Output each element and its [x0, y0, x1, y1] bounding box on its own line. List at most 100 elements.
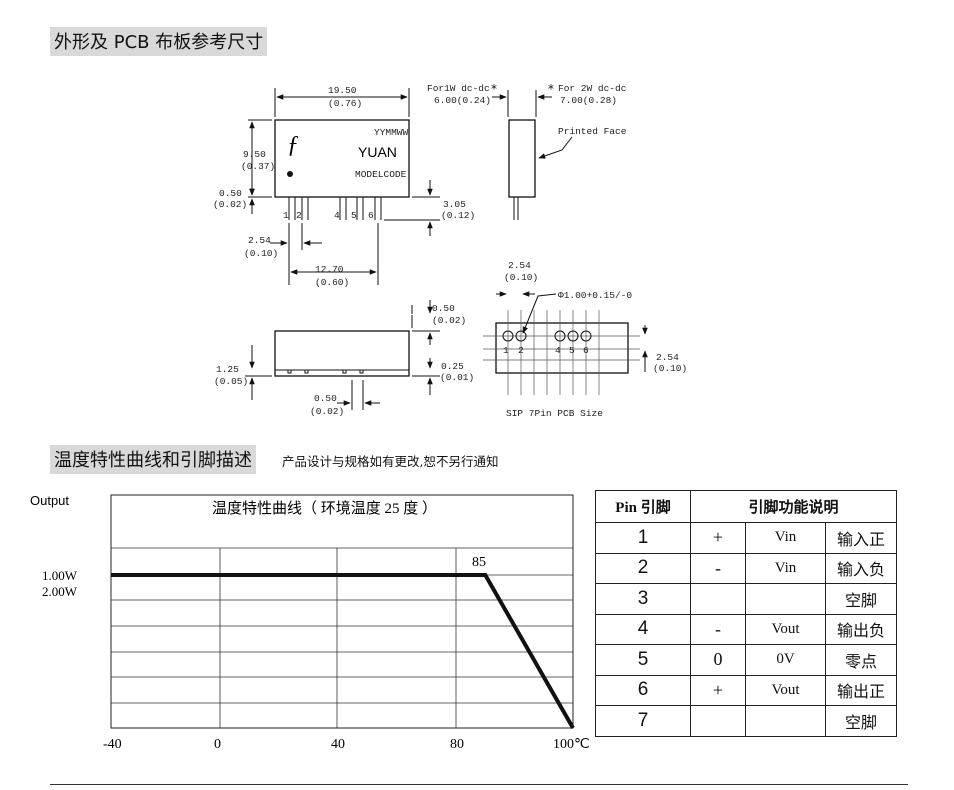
- curve-section-title: 温度特性曲线和引脚描述: [50, 445, 256, 474]
- table-row: 6 + Vout 输出正: [595, 674, 897, 706]
- dim-side-top: 0.50: [432, 303, 455, 314]
- pcb-pin-2: 2: [518, 345, 524, 356]
- pin-number: 5: [595, 644, 691, 676]
- table-row: 4 - Vout 输出负: [595, 613, 897, 645]
- mechanical-drawing: ƒ YYMMWW YUAN MODELCODE 1 2 4 5 6 19.50 …: [213, 82, 687, 419]
- chart-ylabel: Output: [30, 493, 69, 508]
- printed-face-label: Printed Face: [558, 126, 627, 137]
- for1w-label: For1W dc-dc: [427, 83, 490, 94]
- svg-text:*: *: [491, 82, 497, 96]
- dim-standoff: 0.50: [219, 188, 242, 199]
- pin-desc: 空脚: [825, 583, 897, 615]
- table-row: 7 空脚: [595, 705, 897, 737]
- pin-label-1: 1: [283, 210, 289, 221]
- pin-desc: 输出正: [825, 674, 897, 706]
- pin-desc: 零点: [825, 644, 897, 676]
- change-notice: 产品设计与规格如有更改,恕不另行通知: [282, 454, 499, 469]
- pcb-pitch: 2.54: [508, 260, 531, 271]
- header-pin: Pin 引脚: [595, 490, 691, 523]
- pin-table: Pin 引脚 引脚功能说明 1 + Vin 输入正 2 - Vin 输入负 3 …: [595, 490, 897, 737]
- pin-name: [745, 583, 826, 615]
- for2w-label: For 2W dc-dc: [558, 83, 627, 94]
- module-side-body: [508, 119, 536, 198]
- pin-table-header: Pin 引脚 引脚功能说明: [595, 490, 897, 523]
- pcb-hole: Φ1.00+0.15/-0: [558, 290, 632, 301]
- pin-name: Vout: [745, 674, 826, 706]
- pcb-row-in: (0.10): [653, 363, 687, 374]
- pin-sign: +: [690, 522, 746, 554]
- logo-mark: ƒ: [287, 132, 299, 158]
- dim-pitch: 2.54: [248, 235, 271, 246]
- pin-sign: -: [690, 552, 746, 584]
- x-tick-label: 40: [331, 737, 345, 752]
- pin-desc: 输出负: [825, 613, 897, 645]
- pin-number: 6: [595, 674, 691, 706]
- table-row: 3 空脚: [595, 583, 897, 615]
- dim-pitch-in: (0.10): [244, 248, 278, 259]
- brand-text: YUAN: [358, 144, 397, 160]
- svg-text:*: *: [548, 82, 554, 96]
- pin-label-6: 6: [368, 210, 374, 221]
- chart-title: 温度特性曲线（ 环境温度 25 度 ）: [212, 499, 437, 517]
- chart-frame: [110, 494, 574, 729]
- dim-standoff-in: (0.02): [213, 199, 247, 210]
- pin-number: 4: [595, 613, 691, 645]
- dim-height: 9.50: [243, 149, 266, 160]
- dim-side-left: 1.25: [216, 364, 239, 375]
- dim-pin-len: 3.05: [443, 199, 466, 210]
- derating-curve: [111, 573, 575, 729]
- module-bottom-body: [274, 330, 410, 377]
- for2w-dim: 7.00(0.28): [560, 95, 617, 106]
- dim-side-bottom: 0.50: [314, 393, 337, 404]
- x-tick-label: 100℃: [553, 737, 590, 752]
- pin-number: 3: [595, 583, 691, 615]
- dim-span: 12.70: [315, 264, 344, 275]
- pin-name: Vout: [745, 613, 826, 645]
- pcb-row: 2.54: [656, 352, 679, 363]
- date-code: YYMMWW: [374, 127, 409, 138]
- dim-side-bottom-in: (0.02): [310, 406, 344, 417]
- x-tick-label: 80: [450, 737, 464, 752]
- pin-desc: 输入负: [825, 552, 897, 584]
- pcb-pin-6: 6: [583, 345, 589, 356]
- header-function: 引脚功能说明: [690, 490, 897, 523]
- pcb-pin-1: 1: [503, 345, 509, 356]
- for1w-dim: 6.00(0.24): [434, 95, 491, 106]
- pcb-pitch-in: (0.10): [504, 272, 538, 283]
- pin-label-5: 5: [351, 210, 357, 221]
- dim-width-in: (0.76): [328, 98, 362, 109]
- pin-label-4: 4: [334, 210, 340, 221]
- pin-desc: 输入正: [825, 522, 897, 554]
- dim-height-in: (0.37): [241, 161, 275, 172]
- dim-pin-len-in: (0.12): [441, 210, 475, 221]
- pin-sign: +: [690, 674, 746, 706]
- model-code: MODELCODE: [355, 169, 407, 180]
- pin-name: Vin: [745, 522, 826, 554]
- dim-span-in: (0.60): [315, 277, 349, 288]
- pin-number: 1: [595, 522, 691, 554]
- dim-side-right: 0.25: [441, 361, 464, 372]
- module-front-body: [274, 119, 410, 198]
- chart-annotation-85: 85: [472, 555, 486, 570]
- bottom-divider: [50, 784, 908, 785]
- table-row: 1 + Vin 输入正: [595, 522, 897, 554]
- pin-name: 0V: [745, 644, 826, 676]
- pin-label-2: 2: [296, 210, 302, 221]
- pin-sign: [690, 583, 746, 615]
- dim-side-top-in: (0.02): [432, 315, 466, 326]
- outline-section-title: 外形及 PCB 布板参考尺寸: [50, 27, 268, 56]
- x-tick-label: -40: [103, 737, 122, 752]
- pin-sign: 0: [690, 644, 746, 676]
- pin-number: 7: [595, 705, 691, 737]
- pin-desc: 空脚: [825, 705, 897, 737]
- pcb-outline: [495, 322, 629, 374]
- y-tick-label: 2.00W: [42, 584, 78, 599]
- x-tick-label: 0: [214, 737, 221, 752]
- table-row: 2 - Vin 输入负: [595, 552, 897, 584]
- pin-sign: [690, 705, 746, 737]
- dim-width: 19.50: [328, 85, 357, 96]
- dim-side-left-in: (0.05): [214, 376, 248, 387]
- pcb-caption: SIP 7Pin PCB Size: [506, 408, 603, 419]
- pcb-pin-4: 4: [555, 345, 561, 356]
- y-tick-label: 1.00W: [42, 568, 78, 583]
